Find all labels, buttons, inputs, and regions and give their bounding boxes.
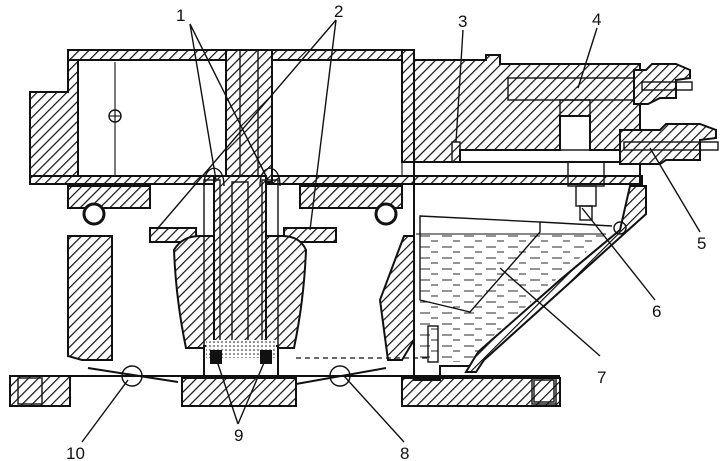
bottom-flange-center [181, 377, 297, 407]
bottom-foot-right-hatch [533, 379, 555, 403]
body-middle-left [67, 185, 151, 209]
bottom-flange [9, 375, 71, 407]
seal-ring-right [374, 202, 398, 226]
throttle-plate-left [87, 367, 179, 383]
inlet-fitting-upper-bore [641, 81, 693, 91]
bottom-foot-left [17, 377, 43, 405]
return-fitting-lower [619, 123, 717, 165]
body-middle-right [299, 185, 403, 209]
inlet-fitting-upper [633, 63, 691, 105]
fuel-level [416, 234, 606, 362]
inlet-channel [559, 99, 591, 151]
lower-body-right-wall [378, 235, 415, 361]
air-horn-right-wall [401, 49, 415, 163]
label-10: 10 [66, 444, 85, 461]
venturi-left [172, 235, 215, 349]
fuel-inlet [451, 63, 719, 165]
label-2: 2 [334, 2, 343, 21]
float-chamber-drain [427, 325, 439, 363]
central-tube-outer [225, 49, 273, 183]
label-7: 7 [597, 368, 606, 387]
cover-gasket [29, 175, 643, 185]
return-fitting-bore [623, 141, 719, 151]
float-chamber-shell-right [464, 185, 647, 373]
label-4: 4 [592, 10, 601, 29]
label-6: 6 [652, 302, 661, 321]
leader-lines [81, 19, 701, 443]
needle-tip [579, 205, 593, 221]
nozzle-head-right [259, 167, 281, 187]
label-8: 8 [400, 444, 409, 461]
air-horn-left-wall [29, 49, 79, 177]
seal-ring-left [82, 202, 106, 226]
float-chamber [413, 161, 647, 381]
needle-valve [575, 185, 597, 207]
main-jet-right [260, 350, 272, 364]
lower-body-left-wall [67, 235, 113, 361]
main-channel [213, 175, 267, 359]
main-jet-left [210, 350, 222, 364]
float-pivot-icon [613, 221, 627, 235]
emulsion-assembly [203, 49, 281, 377]
fuel-inlet-housing [413, 54, 641, 163]
label-5: 5 [697, 234, 706, 253]
label-3: 3 [458, 12, 467, 31]
label-1: 1 [176, 6, 185, 25]
fuel-well-dots [206, 340, 276, 358]
bottom-foot-right [531, 377, 557, 405]
venturi-right [265, 235, 308, 349]
bottom-flange-right [401, 377, 561, 407]
label-9: 9 [234, 426, 243, 445]
callout-labels: 1 2 3 4 5 6 7 8 9 10 [66, 2, 706, 461]
throttle-valves [87, 357, 430, 387]
